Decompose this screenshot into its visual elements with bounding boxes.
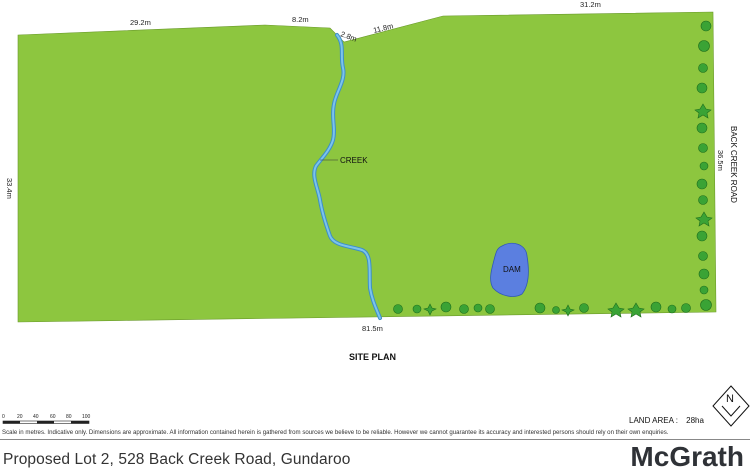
- dimension-bottom: 81.5m: [362, 324, 383, 333]
- scale-tick-40: 40: [33, 414, 39, 420]
- land-area-value: 28ha: [686, 416, 704, 425]
- brand-prefix: Mc: [630, 441, 670, 472]
- dimension-top-1: 29.2m: [130, 18, 151, 27]
- dam: [490, 242, 529, 297]
- site-plan-title: SITE PLAN: [349, 352, 396, 362]
- tree-row-right: [694, 20, 713, 295]
- dimension-right: 36.5m: [716, 150, 725, 171]
- property-address: Proposed Lot 2, 528 Back Creek Road, Gun…: [3, 451, 351, 468]
- land-area: LAND AREA : 28ha: [629, 416, 704, 425]
- scale-tick-60: 60: [50, 414, 56, 420]
- tree-row-bottom: [393, 299, 712, 318]
- disclaimer-text: Scale in metres. Indicative only. Dimens…: [2, 429, 669, 436]
- scale-tick-20: 20: [17, 414, 23, 420]
- north-compass-icon: [712, 385, 750, 427]
- dimension-left: 33.4m: [5, 178, 14, 199]
- dimension-top-2: 8.2m: [292, 15, 309, 24]
- dam-label: DAM: [503, 265, 521, 274]
- dimension-top-5: 31.2m: [580, 0, 601, 9]
- scale-tick-80: 80: [66, 414, 72, 420]
- scale-tick-100: 100: [82, 414, 91, 420]
- scale-bar: [2, 420, 90, 424]
- land-area-label: LAND AREA :: [629, 416, 678, 425]
- footer-divider: [0, 439, 750, 440]
- brand-logo: McGrath: [630, 441, 744, 473]
- brand-suffix: Grath: [669, 441, 744, 472]
- scale-tick-0: 0: [2, 414, 5, 420]
- compass-letter: N: [726, 393, 734, 405]
- road-label: BACK CREEK ROAD: [729, 126, 738, 203]
- creek-label: CREEK: [340, 156, 368, 165]
- land-parcel: [17, 11, 717, 323]
